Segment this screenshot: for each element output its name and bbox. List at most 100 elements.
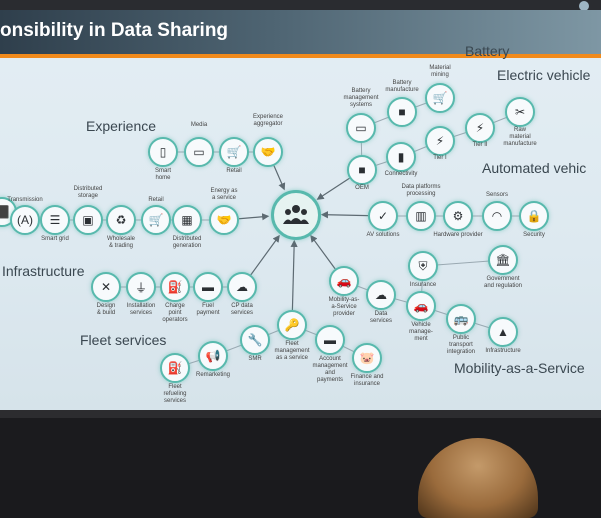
wrench-icon: 🔧 [247,333,263,347]
central-hub-node [271,190,321,240]
ecosystem-node: 🚗 [329,266,359,296]
ecosystem-node: ⚡ [425,126,455,156]
node-label: Fleet management as a service [274,341,310,361]
car-icon: 🚗 [413,299,429,313]
factory-icon: ■ [398,105,406,119]
ecosystem-node: ■ [387,97,417,127]
heading-mobility-as-a-service: Mobility-as-a-Service [454,360,585,376]
node-label: Account management and payments [312,356,348,383]
ecosystem-node: ⏚ [126,272,156,302]
slide-title-bar [0,10,601,54]
node-label: Infrastructure [485,348,521,354]
people-icon [283,205,309,224]
ecosystem-node: ⚡ [465,113,495,143]
ecosystem-node: ▭ [346,113,376,143]
av-check-icon: ✓ [377,209,389,223]
ecosystem-node: ▬ [193,272,223,302]
node-label: Connectivity [384,171,418,177]
signal-icon: ▮ [397,150,405,164]
smart-grid-icon: ☰ [49,213,61,227]
node-label: Design & build [96,303,116,316]
ecosystem-node: ▯ [148,137,178,167]
cart-icon: 🛒 [432,91,448,105]
node-label: Installation services [126,303,156,316]
ecosystem-node: ▭ [184,137,214,167]
node-label: Retail [148,197,164,203]
ecosystem-node: ⛽ [160,272,190,302]
ecosystem-node: ▣ [73,205,103,235]
node-label: AV solutions [366,232,400,238]
ecosystem-node: ▮ [386,142,416,172]
hub-arrow [320,211,369,219]
ecosystem-node: ▬ [315,325,345,355]
heading-automated-vehicle: Automated vehic [482,160,587,176]
heading-infrastructure: Infrastructure [2,263,85,279]
ecosystem-node: 📢 [198,341,228,371]
ecosystem-node: ■ [347,155,377,185]
node-label: SMR [248,356,262,362]
ecosystem-node: ⚙ [443,201,473,231]
handshake-icon: 🤝 [260,145,276,159]
node-label: Material mining [429,65,451,78]
ecosystem-node: 🔒 [519,201,549,231]
ecosystem-node: ♻ [106,205,136,235]
cloud-icon: ☁ [375,288,387,302]
node-label: Tier I [433,155,447,161]
battery-icon: ▭ [355,121,367,135]
hub-arrow [250,234,280,276]
node-label: Raw material manufacture [503,127,537,147]
ecosystem-node: 🚗 [406,291,436,321]
cart-icon: 🛒 [226,145,242,159]
ecosystem-node: ⛽ [160,353,190,383]
node-label: Smart grid [41,236,69,242]
node-label: Hardware provider [433,232,483,238]
ecosystem-node: ⛨ [408,251,438,281]
factory-icon: ■ [358,163,366,177]
node-label: Transmission [7,197,43,203]
partial-icon: ⬛ [0,205,10,219]
node-label: Data platforms processing [401,184,441,197]
ecosystem-node: ▥ [406,201,436,231]
ecosystem-node: 🚌 [446,304,476,334]
handshake-icon: 🤝 [216,213,232,227]
road-icon: ▲ [497,325,509,339]
node-label: CP data services [230,303,253,316]
node-label: Sensors [485,192,508,198]
transmission-icon: (A) [17,213,33,227]
government-icon: 🏛 [495,253,511,267]
hub-arrow [316,177,350,200]
node-label: Charge point operators [162,303,188,323]
node-label: Remarketing [195,372,230,378]
hub-arrow [310,234,336,270]
wallet-icon: ▬ [324,333,336,347]
hub-arrow [290,239,298,311]
ecosystem-node: 🔧 [240,325,270,355]
screen-frame-edge [0,410,601,418]
node-label: Finance and insurance [350,374,384,387]
node-label: Vehicle manage- ment [409,322,433,342]
node-label: Mobility-as- a-Service provider [328,297,360,317]
node-label: Energy as a service [210,188,238,201]
chart-icon: ▥ [415,209,427,223]
charger-icon: ⛽ [167,280,183,294]
fuel-icon: ⛽ [167,361,183,375]
cloud-icon: ☁ [236,280,248,294]
shield-icon: ⛨ [418,258,428,273]
node-label: Experience aggregator [252,114,284,127]
node-label: Media [190,122,208,128]
node-label: Distributed storage [73,186,103,199]
ecosystem-node: ☁ [366,280,396,310]
bolt-icon: ⚡ [435,134,445,148]
card-icon: ▬ [202,280,214,294]
cart-icon: 🛒 [148,213,164,227]
ecosystem-node: 🤝 [209,205,239,235]
node-label: Tier II [472,142,488,148]
megaphone-icon: 📢 [205,349,221,363]
heading-battery: Battery [465,43,510,59]
ecosystem-node: 🤝 [253,137,283,167]
ecosystem-node: ▲ [488,317,518,347]
raw-material-icon: ✂ [514,105,526,119]
title-accent-line [0,54,601,58]
node-label: Fleet refueling services [163,384,187,404]
recycle-icon: ♻ [115,213,127,227]
